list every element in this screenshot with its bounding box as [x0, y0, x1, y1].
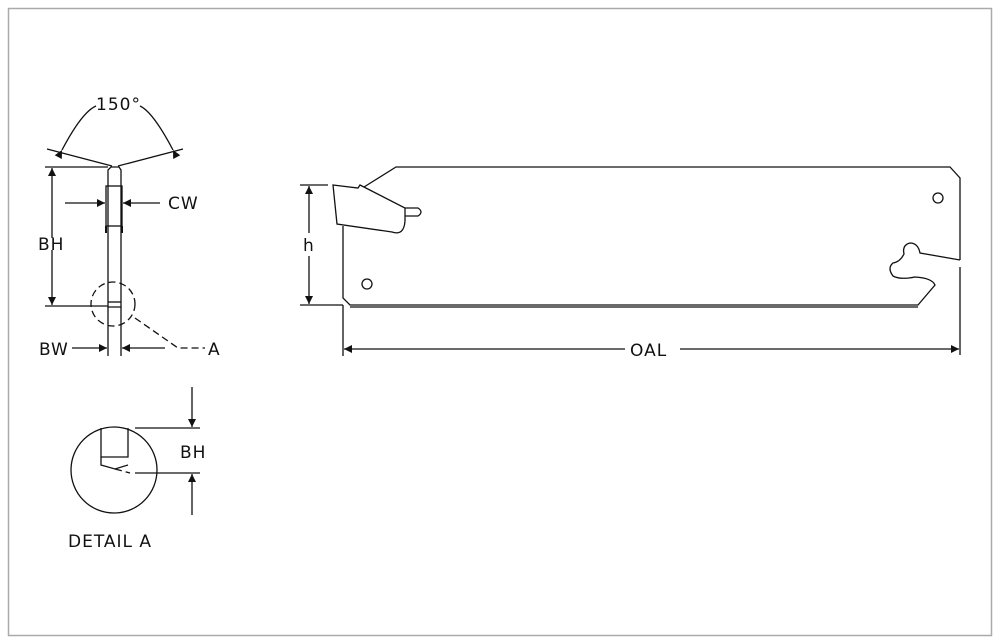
detail-title: DETAIL A	[68, 532, 152, 552]
bh-label: BH	[38, 235, 64, 255]
blade-insert	[332, 184, 406, 234]
detail-a: BH DETAIL A	[68, 387, 206, 552]
cutting-insert	[105, 185, 123, 227]
drawing-frame	[7, 7, 993, 637]
blade-hole	[361, 278, 373, 290]
blade-hole	[932, 192, 944, 204]
angle-label: 150°	[96, 95, 141, 115]
cw-label: CW	[168, 194, 199, 214]
end-view: 150° BH CW BW A	[38, 95, 221, 360]
h-label: h	[303, 236, 315, 256]
oal-label: OAL	[630, 341, 667, 361]
detail-ref-label: A	[208, 340, 221, 360]
detail-bh-label: BH	[180, 443, 206, 463]
detail-callout-circle	[90, 281, 136, 327]
blade-side-view: h OAL	[300, 166, 961, 361]
bw-label: BW	[39, 340, 69, 360]
